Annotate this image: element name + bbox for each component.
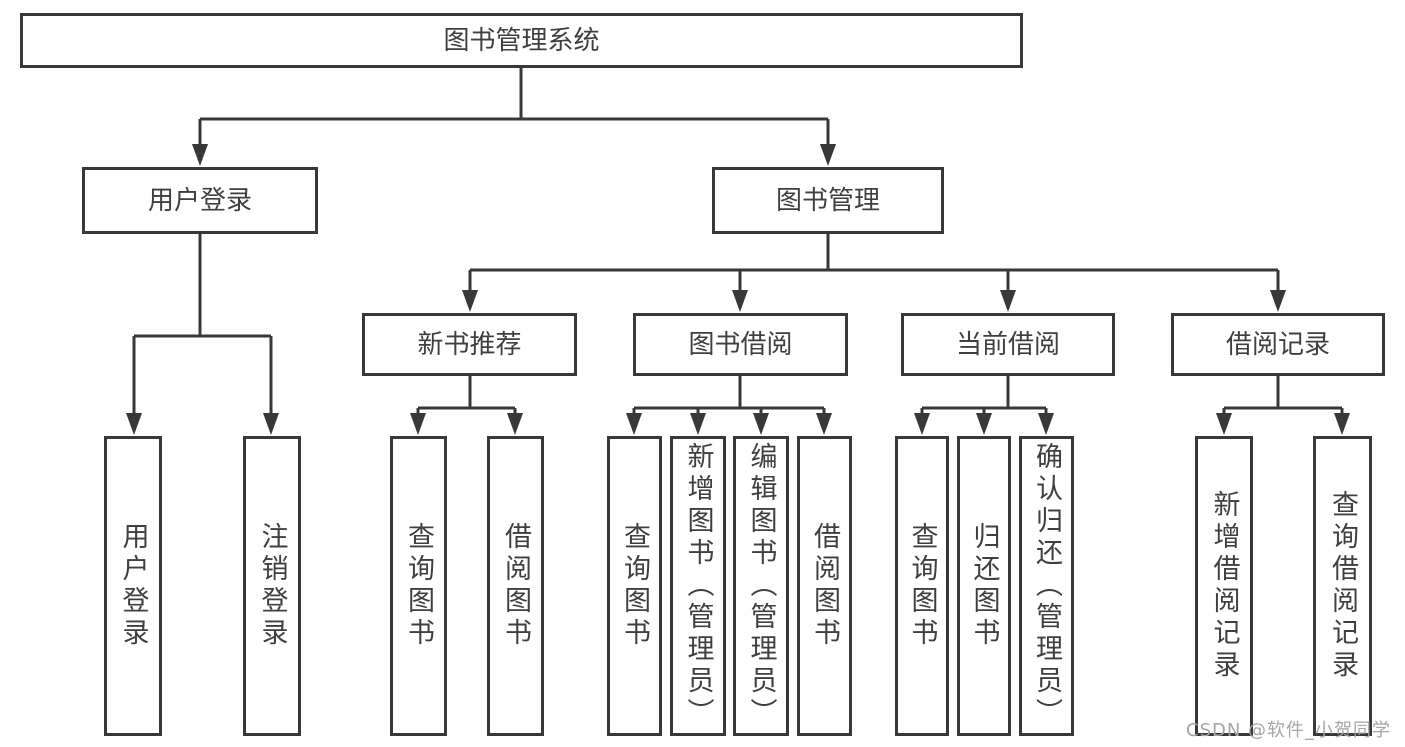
connector-book-borrowing-children [626,376,832,435]
leaf-query-books-recommend: 查询图书 [390,436,447,736]
leaf-logout: 注销登录 [243,436,301,736]
leaf-borrow-books-borrowing: 借阅图书 [797,436,852,736]
connector-current-borrowing-children [914,376,1054,435]
leaf-query-borrow-record: 查询借阅记录 [1313,436,1372,736]
node-new-book-recommendation: 新书推荐 [362,313,577,376]
connector-new-book-recommendation-children [410,376,523,435]
node-user-login: 用户登录 [82,167,318,234]
leaf-user-login: 用户登录 [104,436,162,736]
connector-book-management-children [462,234,1286,312]
leaf-confirm-return-admin: 确认归还（管理员） [1019,436,1074,736]
node-book-borrowing: 图书借阅 [633,313,848,376]
leaf-borrow-books-recommend: 借阅图书 [487,436,544,736]
connector-root-to-level2 [192,68,836,166]
connector-user-login-children [126,234,279,435]
node-library-management-system: 图书管理系统 [20,13,1023,68]
node-borrowing-records: 借阅记录 [1171,313,1385,376]
leaf-add-borrow-record: 新增借阅记录 [1195,436,1253,736]
node-current-borrowing: 当前借阅 [901,313,1115,376]
connector-borrowing-records-children [1216,376,1350,435]
leaf-query-books-current: 查询图书 [895,436,949,736]
node-book-management: 图书管理 [712,167,944,234]
leaf-return-books: 归还图书 [957,436,1011,736]
leaf-add-books-admin: 新增图书（管理员） [670,436,726,736]
leaf-edit-books-admin: 编辑图书（管理员） [733,436,789,736]
leaf-query-books-borrowing: 查询图书 [607,436,662,736]
csdn-watermark: CSDN @软件_小贺同学 [1186,720,1392,741]
